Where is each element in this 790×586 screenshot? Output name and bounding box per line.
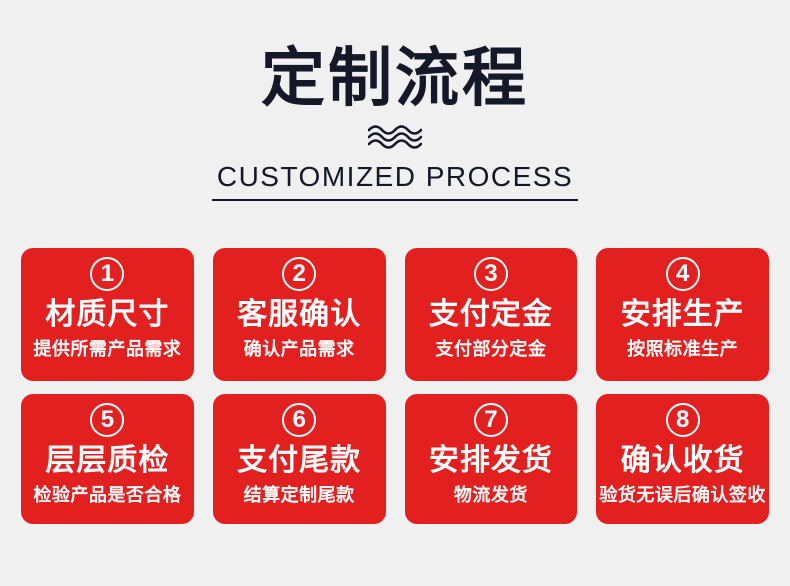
process-step-card: 8 确认收货 验货无误后确认签收 xyxy=(596,394,769,525)
step-number: 6 xyxy=(292,406,306,434)
step-title: 层层质检 xyxy=(45,444,170,478)
step-number: 2 xyxy=(292,260,306,288)
step-number-badge: 1 xyxy=(90,257,125,292)
step-description: 确认产品需求 xyxy=(243,338,355,359)
step-description: 验货无误后确认签收 xyxy=(599,484,766,505)
step-number: 3 xyxy=(484,260,498,288)
step-description: 提供所需产品需求 xyxy=(33,338,182,359)
step-description: 按照标准生产 xyxy=(627,338,739,359)
step-number-badge: 7 xyxy=(473,403,508,438)
waves-icon xyxy=(0,125,790,151)
step-description: 结算定制尾款 xyxy=(243,484,355,505)
step-number: 8 xyxy=(675,406,690,434)
page-subtitle: CUSTOMIZED PROCESS xyxy=(211,161,579,202)
step-title: 客服确认 xyxy=(237,298,362,332)
process-step-card: 3 支付定金 支付部分定金 xyxy=(404,248,578,382)
process-step-card: 4 安排生产 按照标准生产 xyxy=(596,248,769,382)
step-description: 支付部分定金 xyxy=(435,338,547,359)
step-number-badge: 8 xyxy=(665,403,700,438)
page-subtitle-row: CUSTOMIZED PROCESS xyxy=(0,161,790,202)
step-number: 5 xyxy=(100,406,115,434)
process-step-card: 2 客服确认 确认产品需求 xyxy=(212,248,386,382)
process-grid: 1 材质尺寸 提供所需产品需求 2 客服确认 确认产品需求 3 支付定金 支付部… xyxy=(21,248,769,525)
step-number: 1 xyxy=(100,260,115,288)
step-number-badge: 5 xyxy=(90,403,125,438)
step-title: 支付尾款 xyxy=(237,444,362,478)
step-title: 支付定金 xyxy=(428,298,553,332)
step-title: 安排发货 xyxy=(428,444,553,478)
step-title: 确认收货 xyxy=(620,444,745,478)
step-number-badge: 6 xyxy=(282,403,317,438)
step-number-badge: 2 xyxy=(282,257,317,292)
page-header: 定制流程 CUSTOMIZED PROCESS xyxy=(0,0,790,202)
process-step-card: 5 层层质检 检验产品是否合格 xyxy=(21,394,194,525)
step-number: 4 xyxy=(675,260,690,288)
process-step-card: 6 支付尾款 结算定制尾款 xyxy=(212,394,386,525)
step-number: 7 xyxy=(484,406,498,434)
step-description: 物流发货 xyxy=(453,484,528,505)
step-title: 安排生产 xyxy=(620,298,745,332)
step-description: 检验产品是否合格 xyxy=(33,484,182,505)
process-step-card: 7 安排发货 物流发货 xyxy=(404,394,578,525)
process-step-card: 1 材质尺寸 提供所需产品需求 xyxy=(21,248,194,382)
step-number-badge: 4 xyxy=(665,257,700,292)
step-title: 材质尺寸 xyxy=(45,298,170,332)
page-title: 定制流程 xyxy=(261,42,529,114)
step-number-badge: 3 xyxy=(473,257,508,292)
